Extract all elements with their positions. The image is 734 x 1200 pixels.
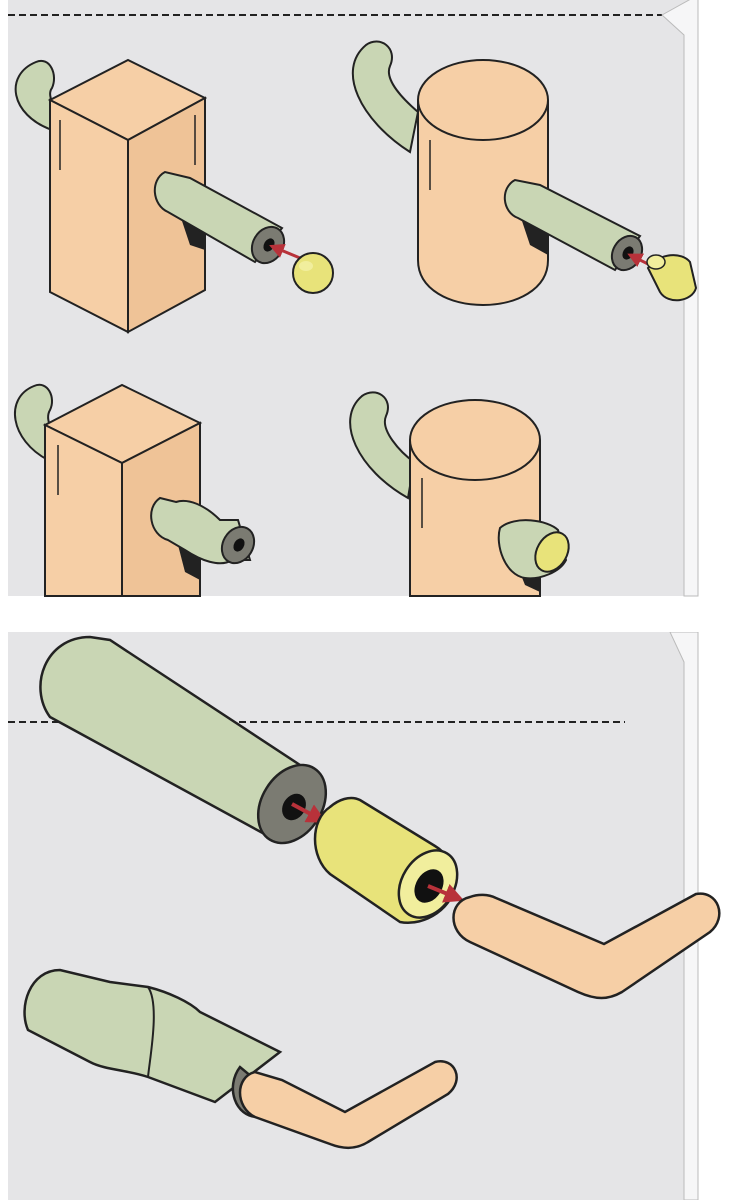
tube-sleeve-handle-figure	[39, 635, 721, 1000]
square-post-fitted-figure	[14, 383, 256, 597]
bent-handle-icon	[452, 892, 721, 1000]
post-side-face	[127, 96, 206, 334]
bottom-illustration	[8, 632, 721, 1200]
ball-cap-icon	[292, 252, 334, 294]
bottom-panel	[0, 632, 734, 1200]
insert-arrow	[291, 802, 327, 823]
top-illustration	[8, 0, 699, 597]
wall-hook-icon	[349, 391, 416, 500]
top-panel	[8, 0, 699, 597]
round-post-body	[417, 100, 549, 306]
fitted-cap-icon	[534, 531, 570, 573]
insert-arrow	[427, 883, 465, 903]
round-post-top	[409, 399, 541, 481]
round-post-fitted-figure	[349, 391, 570, 597]
round-post-top	[417, 59, 549, 141]
assembled-handle-icon	[238, 1060, 458, 1150]
top-wall-edge	[661, 0, 699, 597]
post-front-face	[49, 98, 129, 334]
wall-hook-icon	[351, 40, 420, 154]
round-post-cone-cap-figure	[351, 40, 698, 306]
square-post-ball-cap-figure	[14, 58, 334, 334]
tube-assembled-figure	[23, 968, 458, 1150]
insert-arrow	[269, 243, 301, 260]
